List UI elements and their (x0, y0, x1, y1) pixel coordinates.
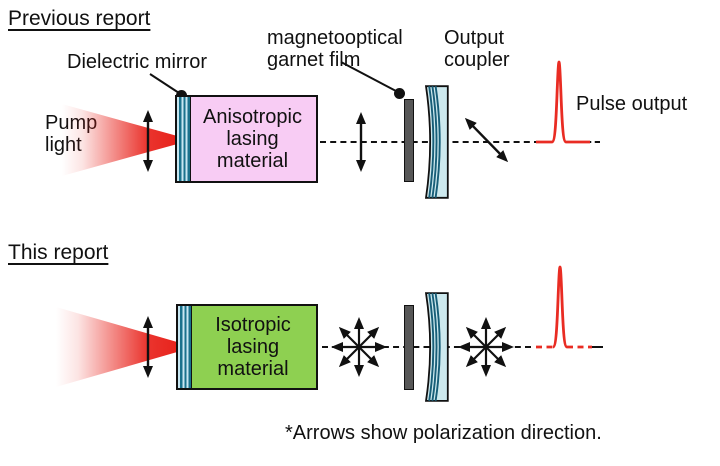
vertical-double-arrow-icon (143, 110, 153, 172)
previous-report-title: Previous report (8, 7, 151, 30)
dielectric-mirror-label: Dielectric mirror (67, 51, 207, 73)
this-report-title: This report (8, 241, 109, 264)
optical-axis-bottom (322, 346, 531, 348)
isotropic-material-box: Isotropic lasing material (176, 304, 318, 390)
star-arrows-icon (331, 317, 387, 377)
pump-beam-bottom (56, 307, 178, 387)
garnet-film-bar-top (404, 99, 414, 182)
dielectric-mirror-pointer-line (149, 73, 180, 94)
pulse-peak-icon (536, 265, 592, 349)
garnet-film-dot (393, 87, 405, 99)
dielectric-mirror-band (178, 306, 192, 388)
diagonal-double-arrow-icon (464, 117, 509, 163)
garnet-film-label: magnetooptical garnet film (267, 27, 403, 71)
optical-axis-top-end (586, 141, 600, 143)
garnet-film-bar-bottom (404, 305, 414, 390)
isotropic-material-label: Isotropic lasing material (215, 314, 291, 380)
star-arrows-icon (458, 317, 514, 377)
pulse-peak-icon (536, 60, 590, 144)
anisotropic-material-label: Anisotropic lasing material (203, 106, 302, 172)
output-coupler-label: Output coupler (444, 27, 510, 71)
dielectric-mirror-band (177, 97, 191, 181)
output-coupler-bottom (424, 292, 449, 402)
optical-axis-bottom-end (592, 346, 603, 348)
garnet-film-pointer-line (340, 61, 397, 92)
pulse-output-label: Pulse output (576, 93, 688, 115)
vertical-double-arrow-icon (143, 316, 153, 378)
output-coupler-top (424, 85, 449, 199)
anisotropic-material-box: Anisotropic lasing material (175, 95, 318, 183)
footnote: *Arrows show polarization direction. (285, 422, 602, 444)
vertical-double-arrow-icon (356, 112, 366, 172)
